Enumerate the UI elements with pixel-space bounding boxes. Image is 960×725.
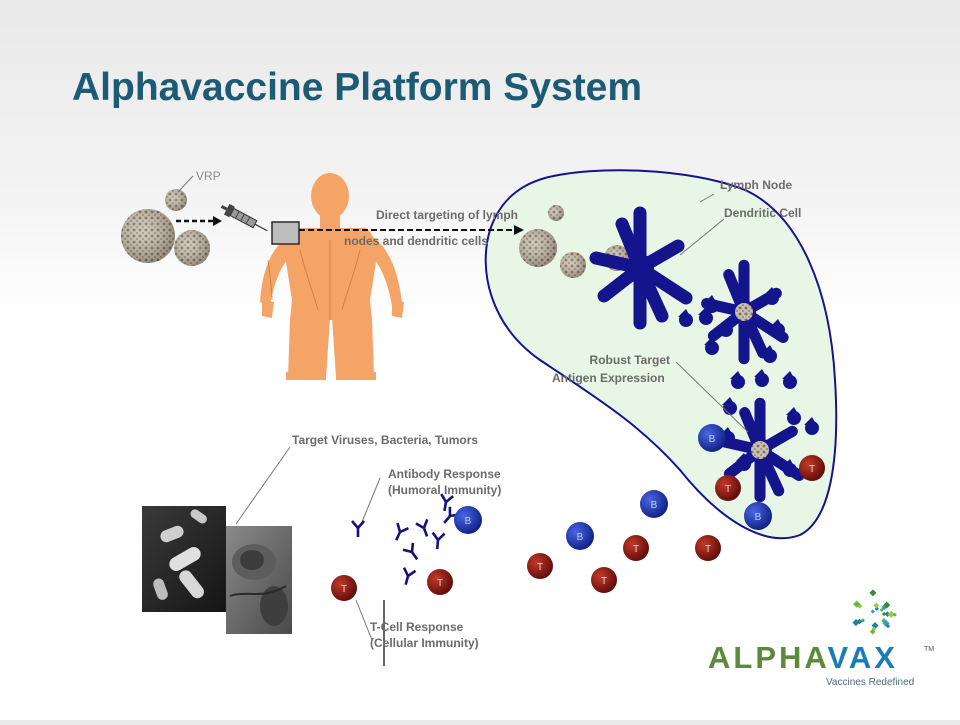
logo-word-alpha: ALPHA — [708, 640, 828, 675]
logo-tagline: Vaccines Redefined — [826, 677, 915, 688]
microscopy-images — [142, 506, 292, 634]
t-cell: T — [527, 553, 553, 579]
logo-mark-dot — [870, 609, 875, 614]
antigen-spike — [736, 453, 751, 471]
cell-letter: B — [465, 516, 472, 527]
label-tcell-2: (Cellular Immunity) — [370, 636, 479, 650]
b-cell: B — [698, 424, 726, 452]
t-cell: T — [427, 569, 453, 595]
antibody — [440, 493, 454, 512]
antigen-spike — [782, 371, 797, 389]
label-target: Target Viruses, Bacteria, Tumors — [292, 433, 479, 447]
cell-letter: T — [725, 484, 731, 495]
arrow-to-lymph-node — [299, 225, 524, 235]
antigen-spike — [762, 345, 777, 363]
logo-mark-dot — [873, 602, 880, 609]
cell-letter: B — [709, 434, 716, 445]
label-robust-2: Antigen Expression — [552, 371, 665, 385]
antigen-spike — [678, 309, 693, 327]
b-cell: B — [640, 490, 668, 518]
antigen-spike — [770, 319, 785, 337]
alphavax-logo: ALPHAVAX TM Vaccines Redefined — [704, 586, 934, 690]
dendritic-cell — [589, 206, 693, 330]
cell-letter: T — [537, 562, 543, 573]
cell-letter: T — [601, 576, 607, 587]
t-cell: T — [799, 455, 825, 481]
antibody — [402, 567, 417, 586]
cell-letter: B — [577, 532, 584, 543]
antigen-spike — [782, 459, 797, 477]
lymph-vessels — [267, 240, 361, 320]
b-cell: B — [454, 506, 482, 534]
leader-lines — [235, 193, 749, 666]
cell-letter: T — [437, 578, 443, 589]
b-cell: B — [744, 502, 772, 530]
antigen-spike — [786, 407, 801, 425]
antigen-spike — [704, 295, 719, 313]
label-antibody-1: Antibody Response — [388, 467, 501, 481]
antigen-spike — [730, 371, 745, 389]
label-vrp: VRP — [196, 169, 221, 183]
antibody — [415, 518, 429, 537]
logo-mark-icon — [852, 589, 897, 635]
label-dendritic-cell: Dendritic Cell — [724, 206, 802, 220]
antigen-spike — [704, 337, 719, 355]
antibody — [431, 531, 446, 550]
t-cell: T — [623, 535, 649, 561]
t-cell: T — [695, 535, 721, 561]
logo-mark-dot — [885, 624, 891, 629]
antigen-spike — [718, 319, 733, 337]
label-robust-1: Robust Target — [589, 353, 670, 367]
label-tcell-1: T-Cell Response — [370, 620, 464, 634]
label-lymph-node: Lymph Node — [720, 178, 793, 192]
cell-letter: T — [809, 464, 815, 475]
logo-mark-dot — [869, 589, 877, 597]
t-cell: T — [591, 567, 617, 593]
page-title: Alphavaccine Platform System — [72, 66, 643, 109]
antibody-icon — [351, 493, 460, 586]
label-targeting-2: nodes and dendritic cells — [344, 234, 489, 248]
antibody — [402, 542, 419, 561]
antibody — [351, 520, 365, 537]
arrow-to-syringe — [176, 216, 222, 226]
vrp-pointer — [177, 175, 194, 193]
human-body-icon — [260, 173, 404, 380]
label-antibody-2: (Humoral Immunity) — [388, 483, 502, 497]
b-cell: B — [566, 522, 594, 550]
antigen-spike — [764, 287, 779, 305]
logo-wordmark: ALPHAVAX — [708, 640, 898, 676]
syringe-icon — [220, 203, 268, 232]
label-targeting-1: Direct targeting of lymph — [375, 208, 518, 222]
cell-letter: B — [651, 500, 658, 511]
antigen-spike — [754, 369, 769, 387]
immune-cells: B B B B B T T T T T T T T — [331, 424, 825, 601]
cell-letter: B — [755, 512, 762, 523]
virus-particle-icon — [121, 189, 210, 266]
injection-site-box — [271, 221, 300, 245]
t-cell: T — [331, 575, 357, 601]
cell-letter: T — [341, 584, 347, 595]
antigen-spike — [698, 307, 713, 325]
t-cell: T — [715, 475, 741, 501]
cell-letter: T — [705, 544, 711, 555]
logo-word-vax: VAX — [827, 640, 898, 675]
cell-letter: T — [633, 544, 639, 555]
antibody — [395, 522, 409, 541]
logo-trademark: TM — [924, 646, 935, 653]
antigen-spike — [804, 417, 819, 435]
